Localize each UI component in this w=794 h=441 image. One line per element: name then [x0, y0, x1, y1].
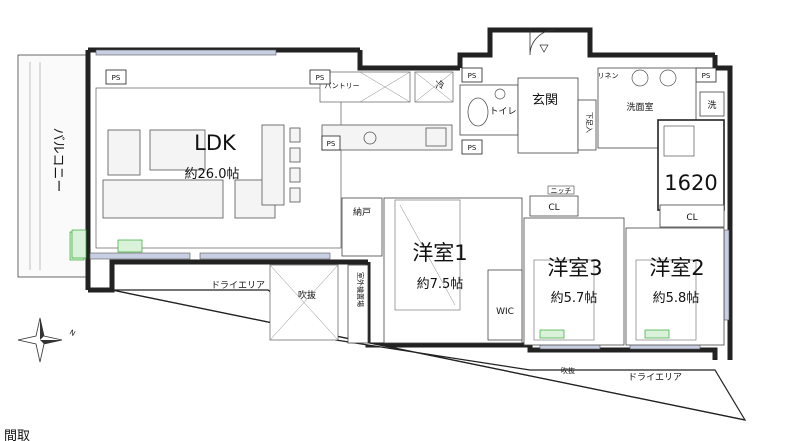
- room-2: 洋室2 約5.8帖: [625, 227, 725, 346]
- pantry-label: パントリー: [324, 82, 359, 90]
- bathroom: 1620: [657, 119, 725, 211]
- footer-fragment: 間取: [4, 429, 30, 441]
- washroom-label: 洗面室: [626, 101, 653, 113]
- ps-label-2: PS: [316, 74, 325, 82]
- storage-label: 納戸: [353, 206, 371, 218]
- ps-label-6: PS: [702, 72, 711, 80]
- room3-name: 洋室3: [547, 256, 602, 280]
- entrance-label: 玄関: [532, 93, 558, 108]
- cl-label-room3: CL: [548, 203, 559, 213]
- room2-name: 洋室2: [649, 256, 704, 280]
- balcony-area: バルコニー: [17, 54, 87, 278]
- ldk-name: LDK: [194, 131, 237, 155]
- compass-icon: N: [17, 317, 77, 363]
- linen-label: リネン: [598, 72, 619, 80]
- wash-label: 洗: [707, 99, 716, 111]
- dry-area-label-right: ドライエリア: [628, 372, 682, 383]
- storage-room: 納戸: [341, 197, 383, 257]
- stove-icon: [425, 127, 447, 147]
- room3-size: 約5.7帖: [551, 291, 598, 306]
- room2-size: 約5.8帖: [653, 291, 700, 306]
- ldk-room: パントリー 冷 LDK 約26.0帖: [71, 71, 454, 259]
- ps-label-1: PS: [112, 74, 121, 82]
- ldk-size: 約26.0帖: [185, 167, 240, 182]
- ps-label-5: PS: [468, 144, 477, 152]
- service-cluster: トイレ 玄関 下足入 リネン 洗面室 洗: [459, 29, 725, 154]
- coffee-table: [149, 129, 206, 171]
- wic-label: WIC: [496, 307, 514, 317]
- toilet-label: トイレ: [489, 107, 516, 117]
- dining-table: [261, 124, 285, 206]
- sink-icon: [363, 131, 377, 145]
- sofa: [102, 179, 224, 219]
- room1-name: 洋室1: [412, 241, 467, 265]
- dry-area-label-left: ドライエリア: [211, 280, 265, 291]
- windows: [89, 49, 730, 350]
- fridge-label: 冷: [435, 79, 444, 91]
- niche-label: ニッチ: [551, 187, 572, 195]
- ps-label-4: PS: [327, 140, 336, 148]
- armchair: [107, 129, 141, 176]
- bed-room1: [394, 199, 461, 311]
- svg-text:N: N: [68, 328, 77, 338]
- dry-area: ドライエリア 吹抜 室外機置場 吹抜 ドライエリア: [111, 264, 747, 421]
- cl-label-room2: CL: [686, 213, 697, 223]
- closets: CL ニッチ CL: [529, 185, 725, 228]
- outdoor-unit-label: 室外機置場: [356, 272, 365, 307]
- ps-label-3: PS: [468, 72, 477, 80]
- void-label-small: 吹抜: [561, 366, 575, 375]
- room1-size: 約7.5帖: [417, 277, 464, 292]
- toilet-icon: [467, 97, 489, 127]
- bath-label: 1620: [664, 171, 717, 195]
- balcony-label: バルコニー: [50, 128, 65, 193]
- ps-boxes: PS PS PS PS PS PS: [105, 67, 717, 155]
- room-1: WIC 洋室1 約7.5帖: [383, 197, 523, 344]
- room-3: 洋室3 約5.7帖: [523, 217, 625, 346]
- shoe-closet-label: 下足入: [585, 112, 593, 133]
- void-label: 吹抜: [298, 289, 316, 301]
